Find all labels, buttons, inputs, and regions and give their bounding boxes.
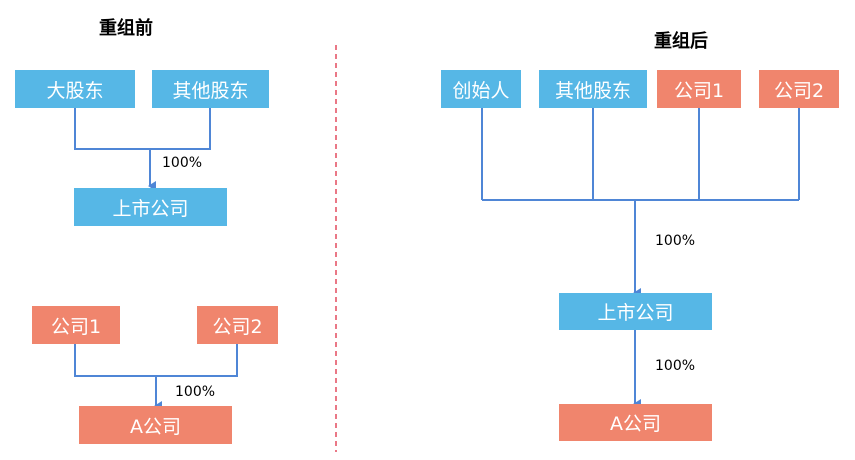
before-company1-box: 公司1 (32, 306, 120, 344)
before-title: 重组前 (99, 18, 153, 39)
before-top-connector (74, 108, 211, 191)
after-pct-to-a: 100% (655, 358, 696, 374)
before-major-shareholder-box: 大股东 (15, 70, 135, 108)
after-company2-box: 公司2 (759, 70, 839, 108)
before-listed-company-box: 上市公司 (74, 188, 227, 226)
after-company1-box: 公司1 (657, 70, 741, 108)
before-pct-to-a: 100% (175, 384, 216, 400)
after-title: 重组后 (654, 31, 708, 52)
before-other-shareholders-box: 其他股东 (152, 70, 269, 108)
before-company2-box: 公司2 (197, 306, 278, 344)
after-founder-box: 创始人 (441, 70, 521, 108)
after-top-connector (481, 108, 800, 298)
before-pct-to-listed: 100% (162, 155, 203, 171)
before-company-a-box: A公司 (79, 406, 232, 444)
before-bottom-connector (74, 344, 238, 411)
after-listed-company-box: 上市公司 (559, 293, 712, 330)
after-other-shareholders-box: 其他股东 (539, 70, 647, 108)
after-company-a-box: A公司 (559, 404, 712, 441)
after-pct-to-listed: 100% (655, 233, 696, 249)
